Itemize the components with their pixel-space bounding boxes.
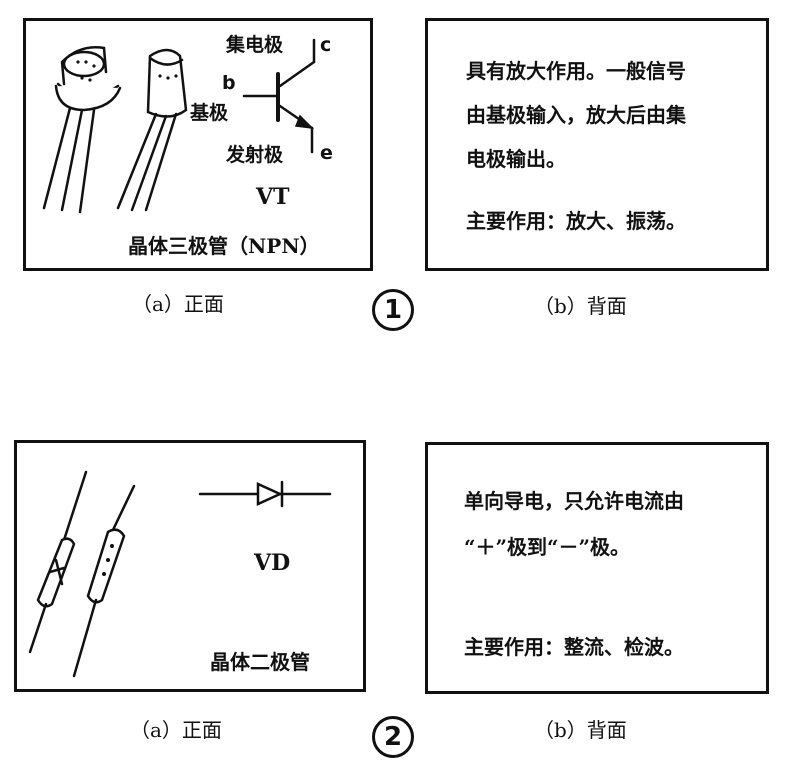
diode-back-caption: （b）背面 [534,718,627,742]
diode-description-line-1: 单向导电，只允许电流由 [464,489,684,513]
plastic-transistor-icon [116,48,188,212]
transistor-description-line-1: 具有放大作用。一般信号 [466,59,686,83]
transistor-title: 晶体三极管（NPN） [128,234,320,258]
base-label: 基极 [190,102,229,124]
diode-front-card [14,440,366,692]
transistor-description-line-3: 电极输出。 [466,147,566,171]
transistor-symbol-name: VT [256,184,290,210]
card-number-badge: 2 [372,716,414,758]
transistor-description-line-2: 由基极输入，放大后由集 [466,103,686,127]
transistor-function: 主要作用：放大、振荡。 [466,209,686,233]
glass-diode-icon [28,470,88,654]
diode-function: 主要作用：整流、检波。 [464,635,684,659]
collector-letter: c [320,34,332,56]
diode-back-card: 单向导电，只允许电流由 “＋”极到“－”极。 主要作用：整流、检波。 [425,442,769,694]
base-letter: b [222,72,236,94]
body-diode-icon [72,484,136,678]
emitter-letter: e [320,142,333,164]
diode-symbol [198,480,332,508]
transistor-front-caption: （a）正面 [132,292,224,316]
diode-title: 晶体二极管 [210,650,310,674]
collector-label: 集电极 [226,34,284,56]
diode-front-caption: （a）正面 [130,718,222,742]
card-number-badge: 1 [372,289,414,331]
metal-can-transistor-icon [42,46,122,214]
diode-description-line-2: “＋”极到“－”极。 [464,535,631,559]
npn-transistor-symbol [242,38,316,154]
transistor-back-caption: （b）背面 [534,294,627,318]
diode-symbol-name: VD [254,550,291,576]
emitter-label: 发射极 [226,144,284,166]
transistor-back-card: 具有放大作用。一般信号 由基极输入，放大后由集 电极输出。 主要作用：放大、振荡… [425,18,769,271]
